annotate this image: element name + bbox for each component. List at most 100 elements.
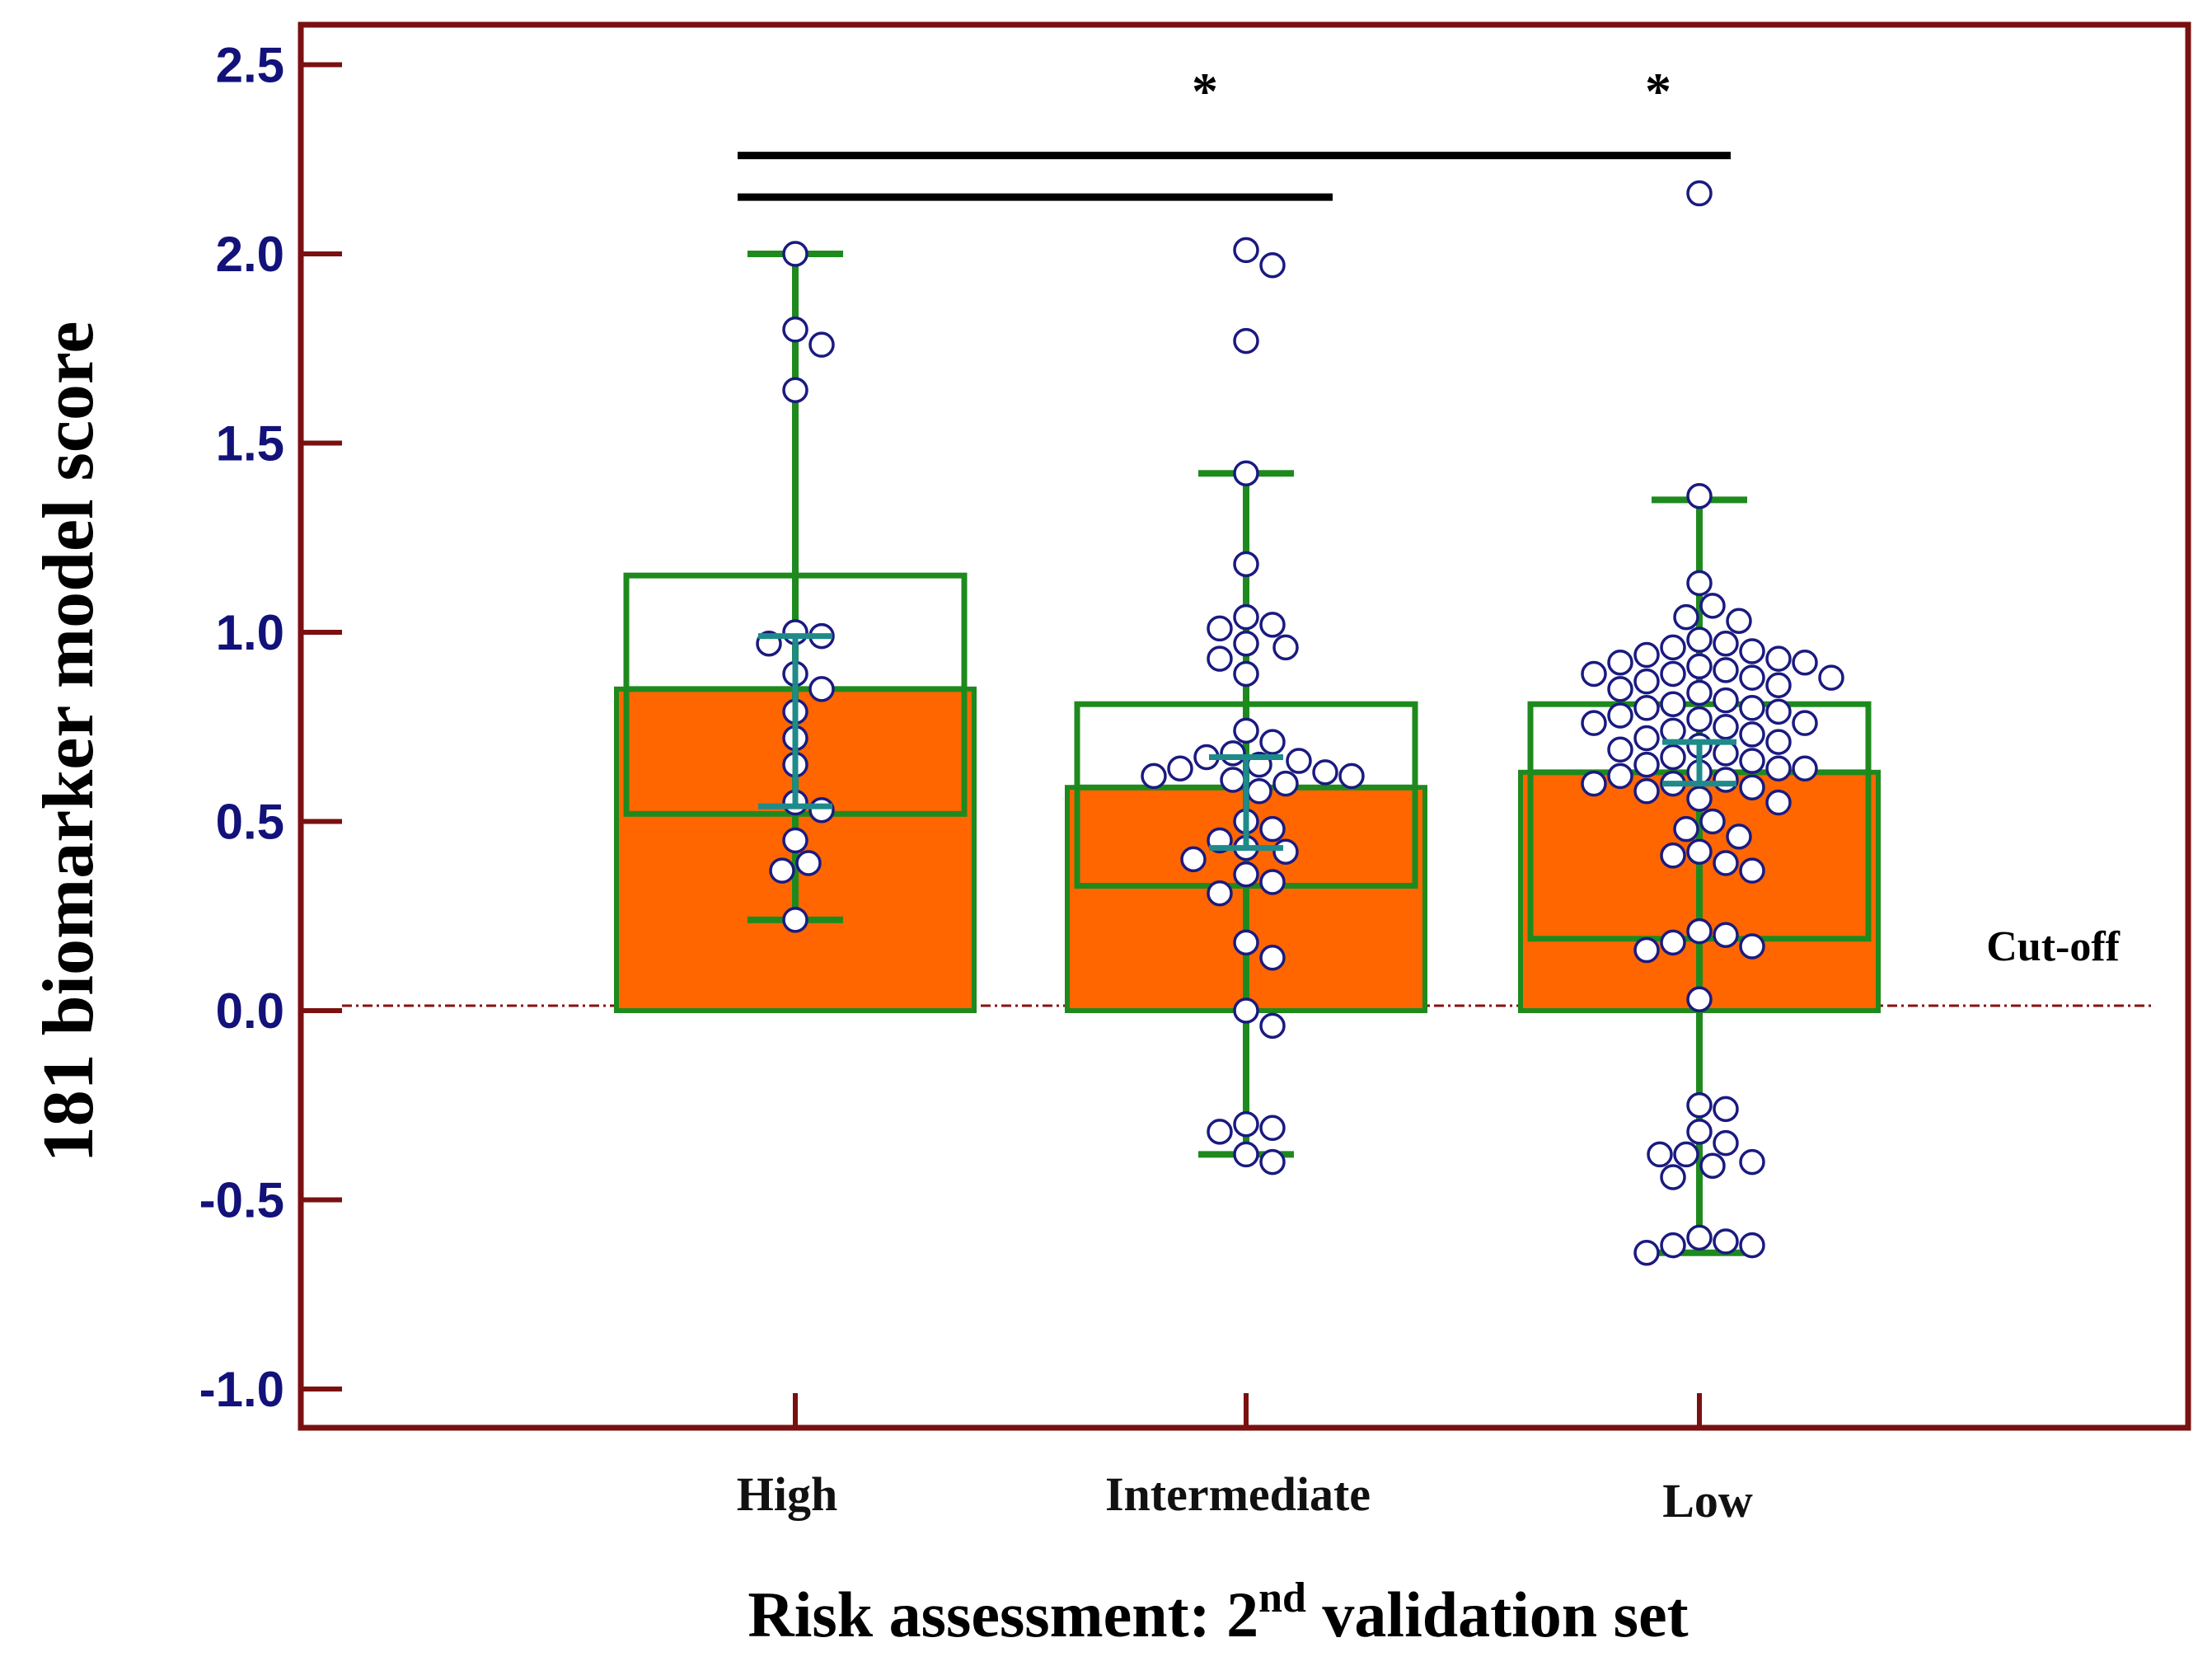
data-point [808, 676, 835, 702]
data-point [795, 850, 822, 876]
data-point [1713, 850, 1739, 876]
data-point [1581, 660, 1607, 688]
data-point [1233, 237, 1259, 264]
data-point [1607, 736, 1633, 763]
data-point [1792, 649, 1818, 676]
box-plots [614, 180, 1881, 1266]
data-point [1686, 483, 1713, 509]
significance-star: * [1192, 62, 1218, 120]
data-point [1607, 676, 1633, 702]
data-point [1233, 460, 1259, 486]
data-point [1647, 1141, 1673, 1168]
data-point [1699, 808, 1726, 835]
data-point [1792, 755, 1818, 781]
data-point [1607, 649, 1633, 676]
data-point [1233, 1110, 1259, 1138]
data-point [1660, 1232, 1686, 1259]
data-point [1726, 824, 1752, 850]
data-point [1713, 687, 1739, 714]
data-point [1765, 729, 1792, 755]
data-point [1739, 638, 1765, 664]
data-point [782, 317, 808, 343]
data-point [1233, 631, 1259, 657]
data-point [1220, 767, 1246, 793]
data-point [1686, 706, 1713, 733]
data-point [1686, 1119, 1713, 1145]
data-point [1713, 657, 1739, 683]
significance-markers: ** [738, 62, 1731, 201]
data-point [1180, 846, 1207, 873]
data-point [1792, 710, 1818, 736]
data-point [1686, 679, 1713, 706]
data-point [1607, 702, 1633, 729]
data-point [1259, 252, 1286, 279]
data-point [1739, 664, 1765, 691]
significance-star: * [1645, 62, 1671, 120]
data-point [1633, 668, 1660, 695]
data-point [1739, 1232, 1765, 1259]
data-point [1739, 695, 1765, 721]
data-point [1633, 641, 1660, 669]
data-point [1220, 740, 1246, 767]
data-point [1167, 755, 1193, 781]
data-point [1312, 759, 1338, 786]
data-point [1686, 986, 1713, 1012]
data-point [1660, 1164, 1686, 1190]
data-point [782, 907, 808, 933]
cutoff-label: Cut-off [1986, 923, 2120, 970]
data-point [1713, 740, 1739, 767]
data-point [1259, 944, 1286, 971]
data-point [1633, 695, 1660, 721]
data-point [1686, 180, 1713, 207]
data-point [1633, 1240, 1660, 1266]
data-point [1259, 869, 1286, 895]
data-point [1713, 1228, 1739, 1255]
y-tick-label: 0.5 [216, 795, 284, 850]
y-axis-label: 181 biomarker model score [29, 321, 109, 1163]
data-point [1233, 861, 1259, 888]
x-axis-label-prefix: Risk assessment: 2 [747, 1579, 1258, 1650]
data-point [1233, 997, 1259, 1024]
data-point [1765, 645, 1792, 672]
data-point [1686, 570, 1713, 597]
data-point [1739, 774, 1765, 800]
data-point [1633, 778, 1660, 805]
data-point [1233, 603, 1259, 631]
data-point [1686, 917, 1713, 945]
data-point [1739, 933, 1765, 960]
data-point [1660, 634, 1686, 661]
data-point [1673, 815, 1699, 842]
data-point [1660, 929, 1686, 956]
y-tick-label: 2.5 [216, 38, 284, 93]
data-point [1660, 744, 1686, 771]
data-point [782, 377, 808, 403]
data-point [1581, 770, 1607, 797]
data-point [1660, 691, 1686, 717]
x-axis-label-superscript: nd [1258, 1574, 1306, 1621]
y-tick-label: 1.5 [216, 416, 284, 472]
data-point [1686, 1224, 1713, 1251]
data-point [1233, 660, 1259, 688]
data-point [1607, 763, 1633, 790]
x-tick-label: Intermediate [1105, 1467, 1371, 1521]
data-point [1713, 631, 1739, 657]
data-point [1286, 748, 1312, 774]
data-point [782, 241, 808, 267]
data-point [1259, 1148, 1286, 1176]
data-point [1713, 767, 1739, 793]
data-point [1272, 838, 1299, 865]
data-point [1207, 1119, 1233, 1145]
data-point [1713, 1096, 1739, 1123]
y-tick-label: 2.0 [216, 227, 284, 282]
x-axis-label: Risk assessment: 2nd validation set [747, 1574, 1688, 1650]
data-point [1338, 763, 1365, 790]
data-point [808, 331, 835, 358]
data-point [782, 827, 808, 854]
x-tick-label: High [737, 1467, 838, 1521]
group-high [614, 241, 977, 1013]
data-point [1739, 857, 1765, 884]
data-point [1699, 1152, 1726, 1179]
data-point [1765, 755, 1792, 781]
